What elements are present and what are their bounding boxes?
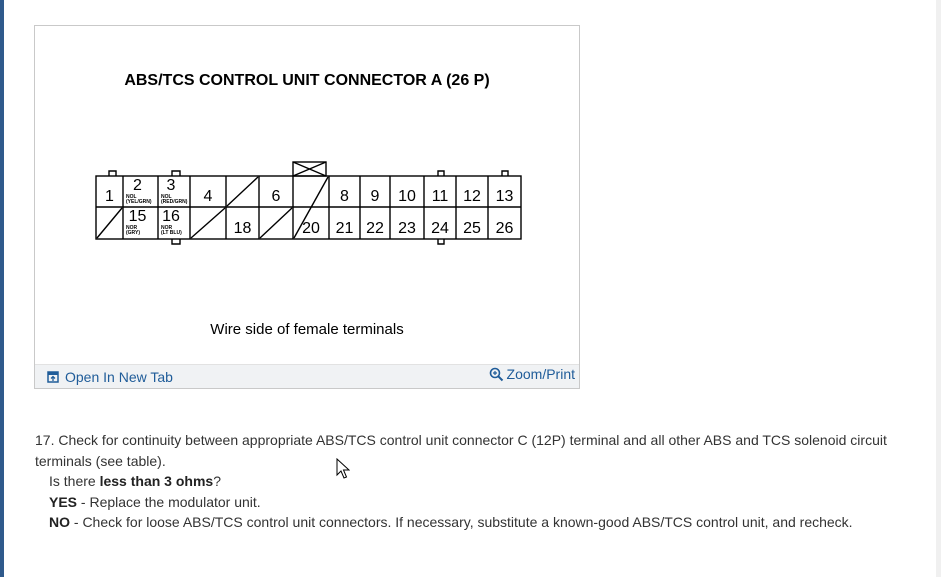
step-no: NO - Check for loose ABS/TCS control uni… — [35, 512, 915, 533]
diagram-caption: Wire side of female terminals — [210, 321, 403, 338]
locking-tab — [501, 170, 509, 176]
unused-terminal-mark — [190, 207, 226, 239]
terminal-number: 20 — [302, 220, 320, 237]
terminal-wire-label: NOR — [126, 225, 138, 231]
terminal-wire-label: NOL — [126, 194, 137, 200]
terminal-wire-label: NOL — [161, 194, 172, 200]
scrollbar-track[interactable] — [936, 0, 941, 577]
no-text: - Check for loose ABS/TCS control unit c… — [70, 514, 853, 530]
step-question: Is there less than 3 ohms? — [35, 471, 915, 492]
terminal-number: 15 — [129, 208, 147, 225]
step-yes: YES - Replace the modulator unit. — [35, 492, 915, 513]
step-text: 17. Check for continuity between appropr… — [35, 432, 887, 469]
unused-terminal-mark — [226, 176, 259, 207]
terminal-number: 6 — [272, 188, 281, 205]
window-edge-left — [0, 0, 4, 577]
terminal-number: 16 — [162, 208, 180, 225]
open-in-new-tab-label: Open In New Tab — [65, 369, 173, 385]
open-in-new-tab-link[interactable]: Open In New Tab — [47, 369, 173, 385]
terminal-number: 26 — [496, 220, 514, 237]
terminal-wire-label: (GRY) — [126, 230, 140, 236]
no-label: NO — [49, 514, 70, 530]
terminal-wire-label: (YEL/GRN) — [126, 199, 152, 205]
terminal-number: 21 — [336, 220, 354, 237]
terminal-wire-label: (LT BLU) — [161, 230, 182, 236]
zoom-print-link[interactable]: Zoom/Print — [489, 366, 575, 382]
terminal-number: 12 — [463, 188, 481, 205]
locking-tab — [171, 170, 181, 176]
terminal-number: 24 — [431, 220, 449, 237]
terminal-number: 2 — [133, 177, 142, 194]
locking-tab — [171, 239, 181, 245]
terminal-number: 4 — [204, 188, 213, 205]
terminal-wire-label: NOR — [161, 225, 173, 231]
connector-key-mark — [292, 161, 327, 177]
mouse-cursor-icon — [336, 458, 350, 479]
open-new-tab-icon — [47, 371, 59, 383]
terminal-number: 3 — [167, 177, 176, 194]
question-emphasis: less than 3 ohms — [99, 473, 214, 489]
terminal-number: 10 — [398, 188, 416, 205]
connector-figure: ABS/TCS CONTROL UNIT CONNECTOR A (26 P) … — [34, 25, 580, 389]
diagram-title: ABS/TCS CONTROL UNIT CONNECTOR A (26 P) — [124, 72, 489, 89]
unused-terminal-mark — [293, 176, 329, 239]
terminal-number: 18 — [234, 220, 252, 237]
locking-tab — [437, 170, 445, 176]
terminal-number: 13 — [496, 188, 514, 205]
unused-terminal-mark — [259, 207, 293, 239]
connector-key — [292, 161, 327, 177]
terminal-number: 11 — [432, 188, 449, 205]
connector-diagram: ABS/TCS CONTROL UNIT CONNECTOR A (26 P) … — [95, 72, 522, 338]
unused-terminal-mark — [96, 207, 123, 239]
terminal-number: 22 — [366, 220, 384, 237]
question-suffix: ? — [213, 473, 221, 489]
zoom-icon — [489, 367, 503, 381]
terminal-number: 8 — [340, 188, 349, 205]
question-prefix: Is there — [49, 473, 100, 489]
yes-text: - Replace the modulator unit. — [77, 493, 261, 510]
locking-tab — [437, 239, 445, 245]
terminal-number: 9 — [371, 188, 380, 205]
zoom-print-label: Zoom/Print — [506, 366, 575, 382]
yes-label: YES — [49, 493, 78, 510]
procedure-step: 17. Check for continuity between appropr… — [35, 430, 915, 533]
terminal-number: 1 — [105, 188, 114, 205]
terminal-wire-label: (RED/GRN) — [161, 199, 188, 205]
terminal-number: 25 — [463, 220, 481, 237]
terminal-number: 23 — [398, 220, 416, 237]
figure-toolbar: Open In New Tab Zoom/Print — [35, 364, 579, 388]
locking-tab — [108, 170, 117, 176]
